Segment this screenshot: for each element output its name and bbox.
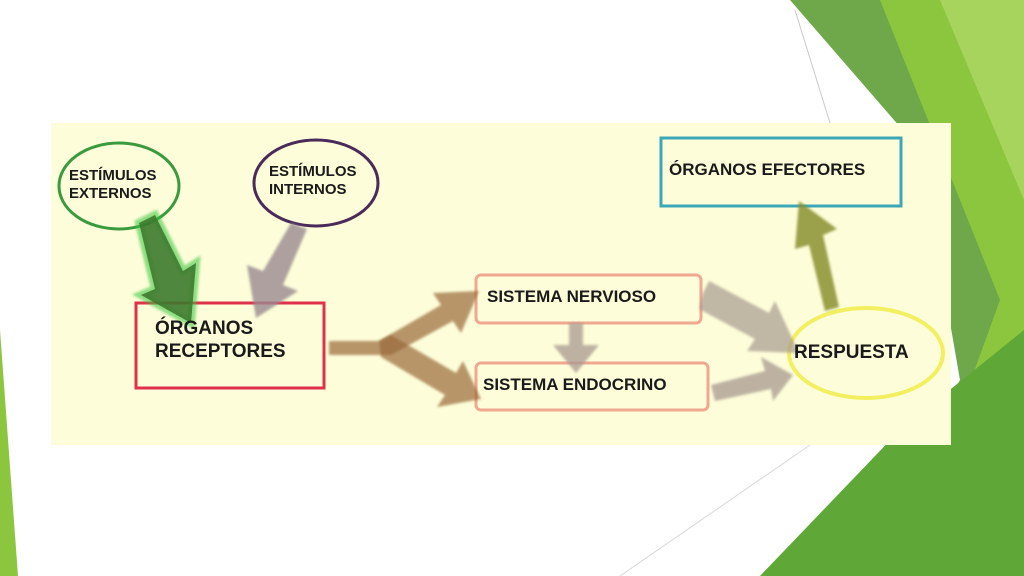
respuesta-ellipse [787, 306, 945, 400]
respuesta-label: RESPUESTA [794, 342, 909, 363]
sistema-endocrino-label: SISTEMA ENDOCRINO [483, 375, 667, 394]
arrow-nervioso-to-endocrino [553, 323, 599, 373]
organos-efectores-box [659, 136, 903, 208]
diagram-panel: ESTÍMULOS EXTERNOS ESTÍMULOS INTERNOS ÓR… [51, 123, 951, 445]
sistema-endocrino-box [474, 361, 710, 412]
estimulos-externos-label: ESTÍMULOS EXTERNOS [69, 167, 157, 202]
slide-decoration-shape [940, 0, 1024, 200]
slide-decoration-line [619, 444, 811, 576]
slide-decoration-shape [0, 330, 18, 576]
arrow-receptores-to-nervioso [329, 291, 479, 355]
sistema-nervioso-box [474, 273, 703, 325]
estimulos-externos-ellipse [57, 141, 181, 231]
arrow-nervioso-to-respuesta [699, 281, 799, 353]
organos-receptores-label: ÓRGANOS RECEPTORES [155, 318, 286, 362]
arrow-externos-to-receptores [131, 209, 201, 330]
sistema-nervioso-label: SISTEMA NERVIOSO [487, 287, 657, 306]
arrow-endocrino-to-respuesta [711, 357, 793, 401]
estimulos-internos-ellipse [252, 138, 380, 228]
estimulos-internos-label: ESTÍMULOS INTERNOS [269, 163, 357, 198]
arrow-receptores-to-endocrino [379, 335, 481, 407]
arrow-internos-to-receptores [247, 223, 307, 318]
organos-receptores-box [134, 301, 326, 390]
organos-efectores-label: ÓRGANOS EFECTORES [669, 160, 866, 179]
arrow-respuesta-to-efectores [795, 201, 839, 311]
slide-decoration-line [794, 9, 831, 124]
diagram-canvas [57, 136, 945, 412]
slide-decoration-shape [760, 330, 1024, 576]
